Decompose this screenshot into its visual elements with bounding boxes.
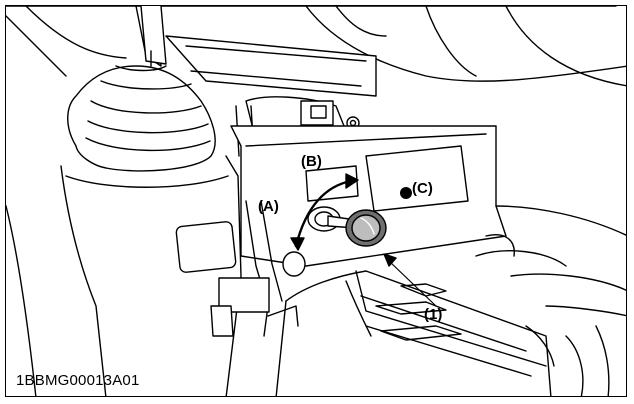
label-c: (C) [412, 180, 433, 197]
illustration-frame: (B) (A) (C) (1) 1BBMG00013A01 [5, 5, 627, 397]
label-b: (B) [301, 153, 322, 170]
filled-circle-icon [400, 187, 412, 199]
figure-code: 1BBMG00013A01 [16, 372, 140, 389]
label-part-1: (1) [424, 306, 443, 323]
ignition-switch-illustration [6, 6, 626, 396]
label-a: (A) [258, 198, 279, 215]
